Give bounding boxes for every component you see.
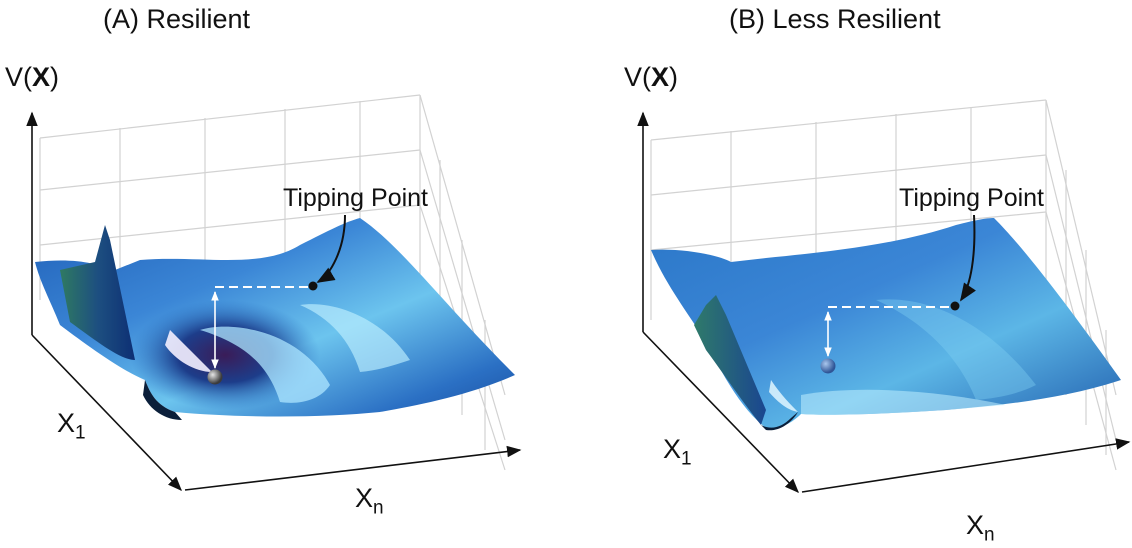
xn-axis-label-main: X — [355, 483, 374, 513]
v-axis-label-var: X — [32, 62, 51, 92]
x1-axis-label: X1 — [663, 434, 692, 470]
box-grid — [650, 99, 1117, 471]
tipping-point-dot — [950, 301, 960, 311]
axes — [637, 111, 1131, 494]
x1-axis-label-main: X — [57, 408, 76, 438]
v-axis-label-prefix: V( — [624, 62, 651, 92]
v-axis-label-suffix: ) — [50, 62, 60, 92]
x1-axis-label-sub: 1 — [681, 448, 692, 470]
xn-axis-label-sub: n — [373, 497, 384, 519]
state-ball — [207, 369, 223, 385]
tipping-markers — [207, 214, 346, 385]
panel-title: (B) Less Resilient — [729, 4, 941, 34]
xn-axis — [184, 445, 522, 491]
xn-axis-label: Xn — [966, 510, 995, 546]
tipping-point-dot — [308, 281, 318, 291]
potential-surface — [651, 218, 1121, 431]
x1-axis-label-main: X — [663, 434, 682, 464]
v-axis-label-prefix: V( — [5, 62, 32, 92]
panel-less-resilient: (B) Less Resilient V(X) X1 Xn Tipping Po… — [566, 0, 1132, 548]
tipping-point-label: Tipping Point — [899, 184, 1044, 212]
x1-axis — [642, 331, 800, 494]
v-axis-label-var: X — [651, 62, 670, 92]
landscape-plot-a — [26, 94, 522, 492]
x1-axis — [31, 334, 182, 492]
v-axis-label-suffix: ) — [669, 62, 679, 92]
xn-axis — [801, 438, 1131, 493]
tipping-point-label: Tipping Point — [283, 184, 428, 212]
tipping-point-pointer — [316, 214, 346, 283]
tipping-point-pointer — [960, 214, 976, 302]
v-axis-label: V(X) — [5, 64, 59, 91]
xn-axis-label-main: X — [966, 510, 985, 540]
panel-title: (A) Resilient — [103, 4, 251, 34]
xn-axis-label: Xn — [355, 483, 384, 519]
tipping-markers — [820, 214, 976, 374]
xn-axis-label-sub: n — [984, 524, 995, 546]
v-axis-label: V(X) — [624, 64, 678, 91]
state-ball — [820, 358, 836, 374]
x1-axis-label: X1 — [57, 408, 86, 444]
landscape-plot-b — [637, 99, 1131, 494]
panel-resilient: (A) Resilient V(X) X1 Xn Tipping Point — [5, 4, 522, 519]
axes — [26, 111, 522, 492]
potential-surface — [35, 218, 515, 420]
x1-axis-label-sub: 1 — [75, 422, 86, 444]
